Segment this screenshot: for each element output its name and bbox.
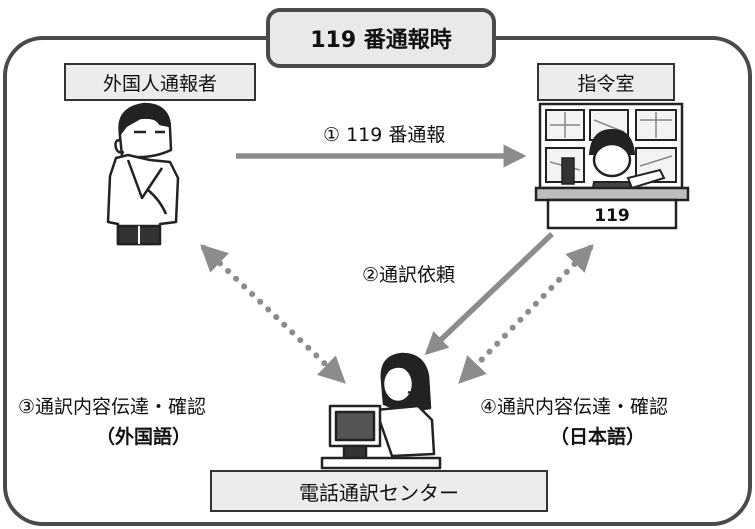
command-room-icon: 119 xyxy=(534,102,690,230)
step2-label: ②通訳依頼 xyxy=(362,264,456,286)
diagram-title: 119 番通報時 xyxy=(266,8,496,68)
step4-language: （日本語） xyxy=(550,426,646,448)
interpretation-center-label: 電話通訳センター xyxy=(210,470,548,512)
interpreter-operator-icon xyxy=(320,352,442,470)
step4-label: ④通訳内容伝達・確認 xyxy=(480,396,669,418)
command-room-label: 指令室 xyxy=(537,63,675,101)
step1-label: ① 119 番通報 xyxy=(323,124,446,146)
caller-label: 外国人通報者 xyxy=(64,63,256,101)
step3-label: ③通訳内容伝達・確認 xyxy=(18,396,207,418)
desk-sign-number: 119 xyxy=(594,206,630,226)
step3-language: （外国語） xyxy=(96,426,192,448)
caller-person-icon xyxy=(106,102,180,246)
arrow-request xyxy=(424,232,554,356)
arrow-dotted-japanese xyxy=(458,244,594,384)
arrow-dotted-foreign xyxy=(200,244,346,384)
